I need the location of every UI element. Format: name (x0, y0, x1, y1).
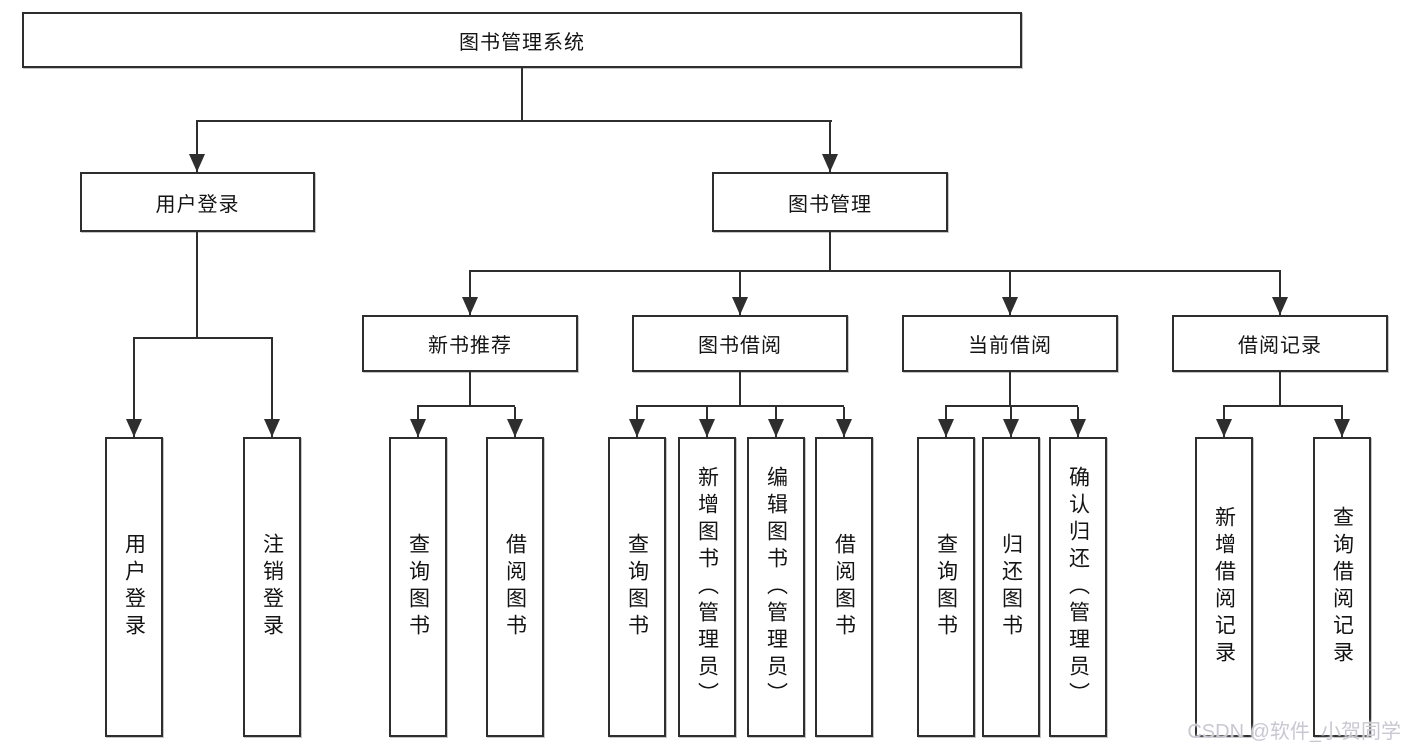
arrowhead-new-book (462, 297, 478, 315)
arrowhead-borrow2 (836, 419, 852, 437)
connector-userlogin-bar (133, 337, 273, 339)
connector-currentborrow-stem (1009, 372, 1011, 405)
arrowhead-query2 (629, 419, 645, 437)
leaf-edit-books-admin: 编辑图书（管理员） (747, 437, 805, 737)
connector-root-bar (196, 120, 832, 122)
arrowhead-book-borrow (732, 297, 748, 315)
arrowhead-borrow-records (1272, 297, 1288, 315)
arrowhead-leaf-user-login (126, 419, 142, 437)
node-user-login: 用户登录 (80, 172, 315, 232)
arrowhead-leaf-logout (264, 419, 280, 437)
connector-drop-borrow-records (1279, 272, 1281, 315)
arrowhead-add-record (1216, 419, 1232, 437)
node-root-library-system: 图书管理系统 (22, 12, 1022, 68)
leaf-borrow-books-2: 借阅图书 (815, 437, 873, 737)
arrowhead-query-record (1334, 419, 1350, 437)
node-current-borrow: 当前借阅 (902, 315, 1118, 372)
node-borrow-records: 借阅记录 (1172, 315, 1388, 372)
connector-newbook-stem (469, 372, 471, 405)
connector-drop-book-management (829, 122, 831, 172)
node-new-book-recommend: 新书推荐 (362, 315, 578, 372)
connector-drop-book-borrow (739, 272, 741, 315)
connector-root-stem (521, 68, 523, 120)
connector-bookmgmt-bar (469, 270, 1281, 272)
leaf-confirm-return-admin: 确认归还（管理员） (1049, 437, 1107, 737)
arrowhead-current-borrow (1002, 297, 1018, 315)
arrowhead-borrow1 (507, 419, 523, 437)
leaf-user-login: 用户登录 (105, 437, 163, 737)
arrowhead-book-management (822, 154, 838, 172)
connector-records-stem (1279, 372, 1281, 405)
leaf-return-books: 归还图书 (982, 437, 1040, 737)
arrowhead-confirm-return (1070, 419, 1086, 437)
arrowhead-edit-books (768, 419, 784, 437)
leaf-logout: 注销登录 (243, 437, 301, 737)
leaf-query-books-3: 查询图书 (917, 437, 975, 737)
connector-drop-user-login (196, 122, 198, 172)
connector-bookborrow-stem (739, 372, 741, 405)
connector-userlogin-stem (196, 232, 198, 337)
arrowhead-add-books (699, 419, 715, 437)
arrowhead-query1 (410, 419, 426, 437)
csdn-watermark: CSDN @软件_小贺同学 (1187, 721, 1401, 743)
arrowhead-user-login (189, 154, 205, 172)
connector-drop-leaf-user-login (133, 339, 135, 437)
connector-drop-new-book (469, 272, 471, 315)
leaf-add-borrow-record: 新增借阅记录 (1195, 437, 1253, 737)
connector-bookborrow-bar (636, 405, 844, 407)
arrowhead-return-books (1003, 419, 1019, 437)
leaf-borrow-books-1: 借阅图书 (486, 437, 544, 737)
leaf-query-books-2: 查询图书 (608, 437, 666, 737)
connector-newbook-bar (417, 405, 515, 407)
connector-bookmgmt-stem (829, 232, 831, 270)
leaf-query-borrow-record: 查询借阅记录 (1313, 437, 1371, 737)
leaf-query-books-1: 查询图书 (389, 437, 447, 737)
leaf-add-books-admin: 新增图书（管理员） (678, 437, 736, 737)
connector-currentborrow-bar (945, 405, 1078, 407)
connector-drop-current-borrow (1009, 272, 1011, 315)
node-book-management: 图书管理 (712, 172, 948, 232)
arrowhead-query3 (938, 419, 954, 437)
connector-records-bar (1223, 405, 1343, 407)
connector-drop-leaf-logout (271, 339, 273, 437)
node-book-borrow: 图书借阅 (632, 315, 848, 372)
